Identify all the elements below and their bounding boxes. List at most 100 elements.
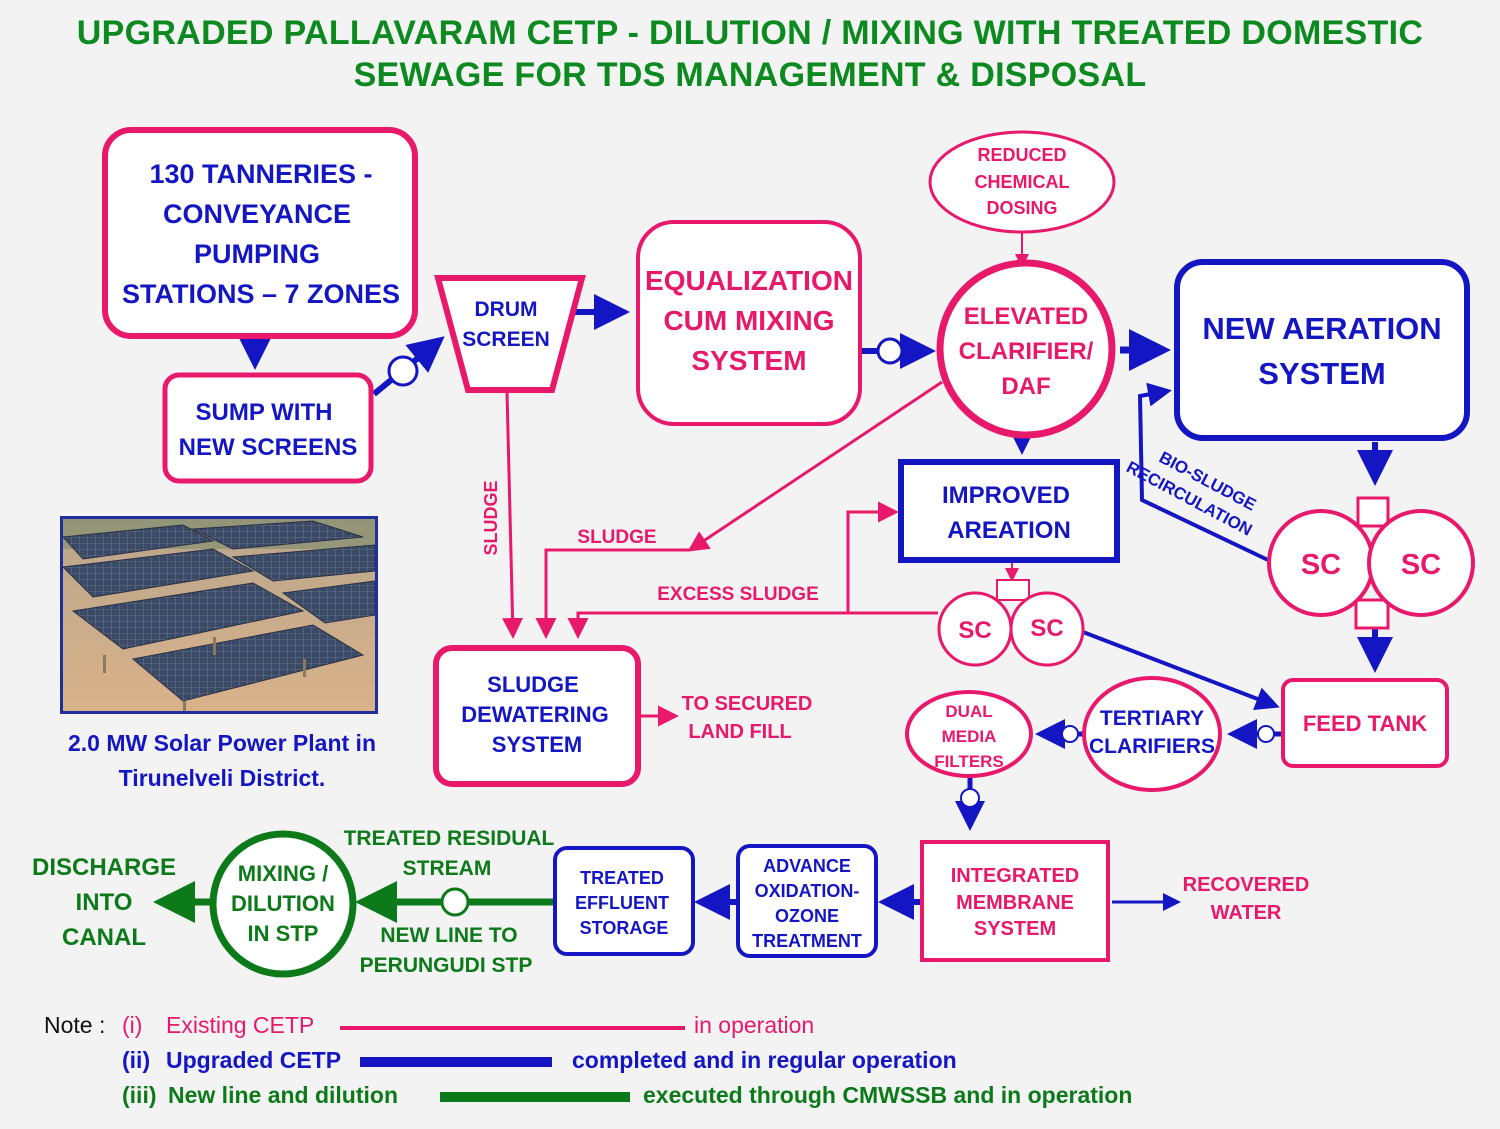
node-text: IN STP (248, 921, 319, 946)
solar-plant-photo (60, 516, 378, 714)
recovered-text: WATER (1211, 902, 1282, 924)
flow-excess-sludge (567, 611, 938, 639)
node-treated-effluent-storage: TREATED EFFLUENT STORAGE (553, 846, 695, 956)
node-text: TREATED (580, 868, 664, 888)
pump-symbols (387, 337, 1275, 917)
node-secondary-clarifiers-small: SC SC (937, 579, 1085, 667)
node-reduced-chemical-dosing: REDUCED CHEMICAL DOSING (928, 130, 1116, 234)
node-text: SC (958, 617, 991, 644)
page-title-line-2: SEWAGE FOR TDS MANAGEMENT & DISPOSAL (353, 56, 1147, 94)
node-text: TERTIARY (1100, 707, 1204, 730)
node-text: FILTERS (934, 752, 1004, 771)
node-text: OZONE (775, 906, 839, 926)
label-stream: STREAM (403, 857, 492, 880)
node-text: NEW AERATION (1202, 311, 1441, 346)
node-new-aeration-system: NEW AERATION SYSTEM (1174, 259, 1470, 441)
node-text: PUMPING (194, 239, 320, 269)
label-new-line: NEW LINE TO (380, 924, 517, 947)
discharge-text: CANAL (62, 924, 146, 951)
node-text: MIXING / (238, 861, 328, 886)
caption-line: Tirunelveli District. (119, 765, 326, 791)
node-text: SLUDGE (487, 672, 579, 697)
flow-drum-sludge (502, 391, 524, 639)
node-text: DUAL (945, 702, 992, 721)
pump-icon (440, 887, 470, 917)
label-discharge-canal: DISCHARGE INTO CANAL (32, 854, 176, 951)
node-text: TREATMENT (752, 931, 862, 951)
node-text: DEWATERING (461, 702, 608, 727)
discharge-text: INTO (76, 889, 133, 916)
node-text: NEW SCREENS (179, 434, 358, 461)
page-title-line-1: UPGRADED PALLAVARAM CETP - DILUTION / MI… (76, 14, 1424, 52)
legend-num: (i) (122, 1012, 142, 1038)
node-text: SYSTEM (974, 918, 1056, 940)
flow-small-sc-to-feed (1082, 630, 1280, 711)
label-recovered-water: RECOVERED WATER (1183, 874, 1310, 924)
node-text: DAF (1001, 373, 1050, 400)
pump-icon (876, 337, 904, 365)
node-text: SYSTEM (492, 732, 582, 757)
node-dual-media-filters: DUAL MEDIA FILTERS (905, 690, 1033, 778)
node-text: CHEMICAL (975, 172, 1070, 192)
node-tertiary-clarifiers: TERTIARY CLARIFIERS (1082, 676, 1222, 792)
label-secured-landfill: TO SECURED LAND FILL (682, 693, 813, 743)
node-text: OXIDATION- (755, 881, 860, 901)
node-text: SUMP WITH (196, 399, 333, 426)
flow-to-improved-aeration (846, 501, 899, 613)
node-text: CLARIFIERS (1089, 735, 1215, 758)
node-text: CUM MIXING (663, 305, 834, 336)
pump-icon (387, 355, 419, 387)
node-drum-screen: DRUM SCREEN (434, 275, 586, 393)
legend-desc: executed through CMWSSB and in operation (643, 1082, 1132, 1108)
node-text: SYSTEM (691, 345, 806, 376)
label-sludge-vertical: SLUDGE (481, 480, 501, 555)
flow-clarifier-sludge-diag (687, 380, 943, 552)
solar-panels-illustration (61, 519, 376, 711)
node-sludge-dewatering: SLUDGE DEWATERING SYSTEM (433, 645, 641, 787)
node-text: SYSTEM (1258, 356, 1385, 391)
node-text: DILUTION (231, 891, 335, 916)
flow-sludge-to-dewatering (535, 548, 690, 639)
node-sump: SUMP WITH NEW SCREENS (162, 372, 374, 484)
node-text: ELEVATED (964, 303, 1088, 330)
node-feed-tank: FEED TANK (1281, 678, 1449, 768)
node-text: CLARIFIER/ (959, 338, 1094, 365)
node-secondary-clarifiers-large: SC SC (1267, 496, 1475, 630)
landfill-text: TO SECURED (682, 693, 813, 715)
node-text: ADVANCE (763, 856, 851, 876)
node-text: STATIONS – 7 ZONES (122, 279, 400, 309)
legend-desc: in operation (694, 1012, 814, 1038)
label-sludge: SLUDGE (577, 527, 656, 548)
label-treated-residual: TREATED RESIDUAL (344, 827, 555, 850)
node-text: INTEGRATED (951, 865, 1080, 887)
node-advance-oxidation: ADVANCE OXIDATION- OZONE TREATMENT (736, 844, 878, 958)
node-text: IMPROVED (942, 482, 1070, 509)
node-text: SC (1401, 549, 1441, 581)
legend-label: Existing CETP (166, 1012, 314, 1038)
label-perungudi-stp: PERUNGUDI STP (360, 954, 533, 977)
node-improved-aeration: IMPROVED AREATION (898, 459, 1120, 563)
legend-desc: completed and in regular operation (572, 1047, 957, 1073)
node-text: EFFLUENT (575, 893, 669, 913)
pump-icon (960, 788, 980, 808)
solar-caption: 2.0 MW Solar Power Plant in Tirunelveli … (68, 730, 376, 791)
legend-label: New line and dilution (168, 1082, 398, 1108)
caption-line: 2.0 MW Solar Power Plant in (68, 730, 376, 756)
node-elevated-clarifier: ELEVATED CLARIFIER/ DAF (936, 259, 1116, 439)
pump-icon (1257, 725, 1275, 743)
node-equalization: EQUALIZATION CUM MIXING SYSTEM (636, 220, 862, 426)
node-text: MEDIA (942, 727, 997, 746)
discharge-text: DISCHARGE (32, 854, 176, 881)
legend-label: Upgraded CETP (166, 1047, 341, 1073)
recovered-text: RECOVERED (1183, 874, 1310, 896)
label-excess-sludge: EXCESS SLUDGE (657, 584, 819, 605)
node-mixing-dilution-stp: MIXING / DILUTION IN STP (209, 830, 357, 978)
pump-icon (1061, 725, 1079, 743)
node-text: DOSING (986, 198, 1057, 218)
node-text: AREATION (947, 517, 1071, 544)
node-text: SC (1030, 615, 1063, 642)
legend: Note : (i) Existing CETP in operation (i… (44, 1012, 1132, 1108)
node-text: STORAGE (580, 918, 669, 938)
landfill-text: LAND FILL (688, 721, 791, 743)
node-text: REDUCED (977, 145, 1066, 165)
